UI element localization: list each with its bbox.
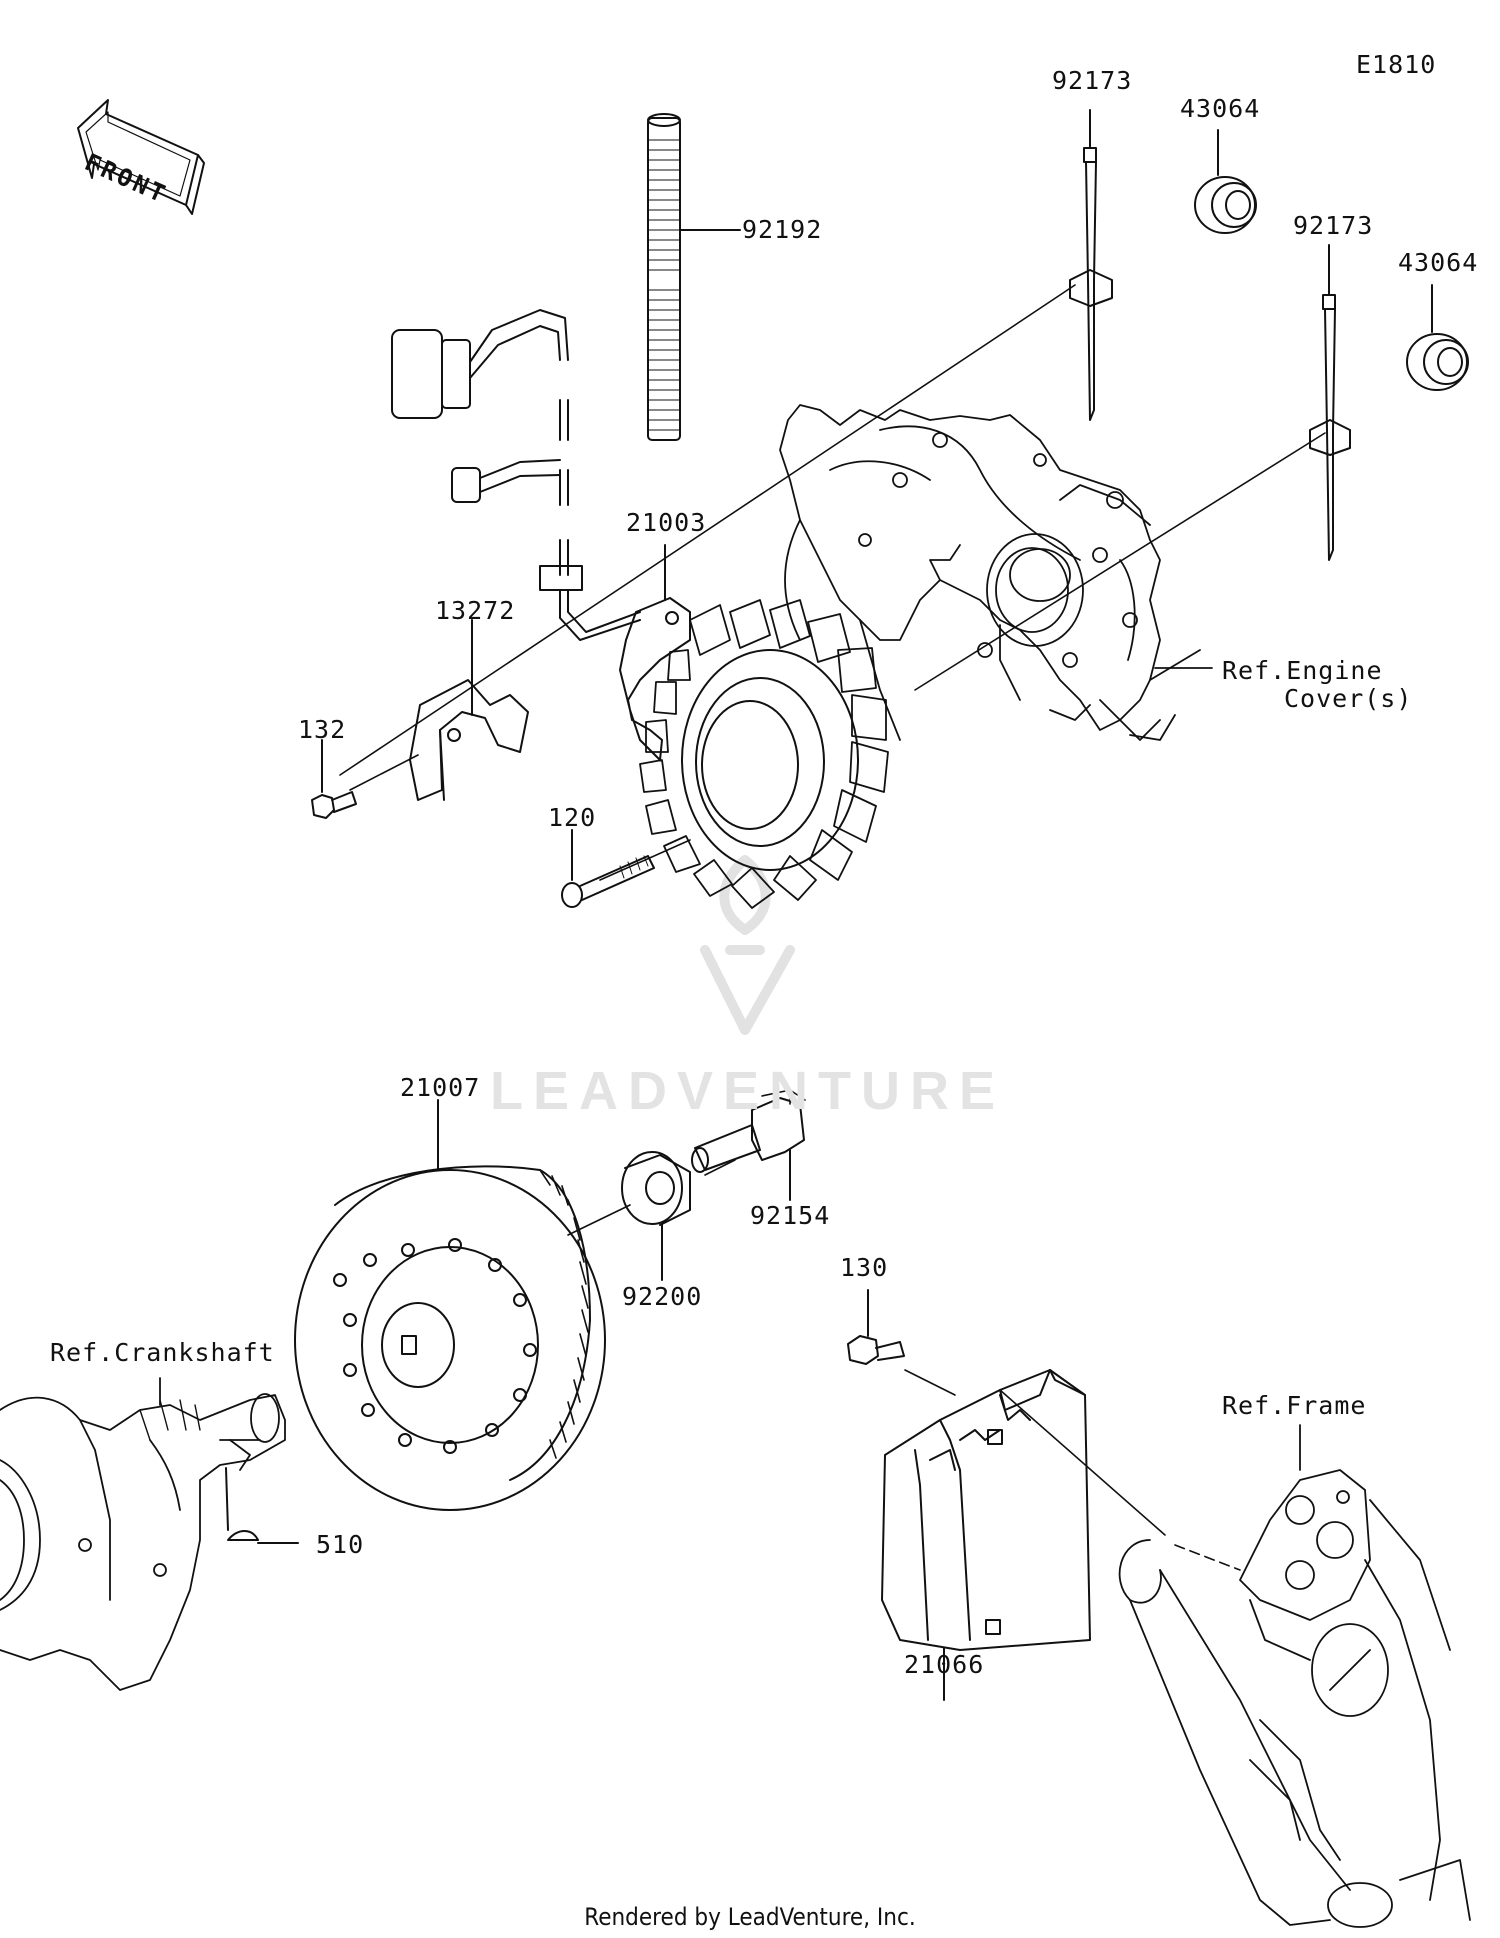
part-120-bolt (561, 829, 655, 908)
label-43064-a[interactable]: 43064 (1180, 94, 1261, 123)
label-92154[interactable]: 92154 (750, 1201, 831, 1230)
label-120[interactable]: 120 (548, 803, 597, 832)
label-21066[interactable]: 21066 (904, 1650, 985, 1679)
part-21066-regulator (881, 1369, 1091, 1701)
label-ref-engine-cover[interactable]: Ref.Engine Cover(s) (1222, 657, 1412, 713)
ref-engine-line2: Cover(s) (1284, 684, 1413, 713)
label-13272[interactable]: 13272 (435, 596, 516, 625)
label-43064-b[interactable]: 43064 (1398, 248, 1479, 277)
part-130-bolt (847, 1289, 905, 1365)
render-credit-footer: Rendered by LeadVenture, Inc. (584, 1903, 916, 1931)
part-43064-grommet-b (1406, 284, 1469, 391)
part-92173-clamp-a (1069, 109, 1113, 421)
part-13272-bracket (409, 619, 529, 801)
part-21007-flywheel (294, 1099, 606, 1511)
label-92173-a[interactable]: 92173 (1052, 66, 1133, 95)
part-510-key (225, 1467, 299, 1544)
label-ref-crankshaft[interactable]: Ref.Crankshaft (50, 1338, 275, 1367)
leadventure-logo-icon (700, 855, 795, 1035)
part-92192-sleeve (647, 113, 741, 441)
label-92173-b[interactable]: 92173 (1293, 211, 1374, 240)
part-21003-stator (619, 544, 889, 909)
label-92192[interactable]: 92192 (742, 215, 823, 244)
part-92200-washer (621, 1151, 691, 1281)
label-130[interactable]: 130 (840, 1253, 889, 1282)
watermark-text: LEADVENTURE (490, 1061, 1006, 1121)
wiring-harness (391, 309, 641, 641)
label-21003[interactable]: 21003 (626, 508, 707, 537)
diagram-code: E1810 (1356, 50, 1437, 79)
label-ref-frame[interactable]: Ref.Frame (1222, 1391, 1367, 1420)
label-510[interactable]: 510 (316, 1530, 365, 1559)
label-92200[interactable]: 92200 (622, 1282, 703, 1311)
ref-engine-line1: Ref.Engine (1222, 656, 1383, 685)
ref-engine-cover (779, 404, 1213, 741)
label-21007[interactable]: 21007 (400, 1073, 481, 1102)
part-92154-bolt (691, 1089, 806, 1201)
ref-frame (1118, 1424, 1471, 1928)
front-arrow-icon (77, 99, 205, 215)
part-92173-clamp-b (1309, 244, 1351, 561)
ref-crankshaft (0, 1377, 286, 1691)
label-132[interactable]: 132 (298, 715, 347, 744)
part-132-bolt (311, 739, 357, 819)
part-43064-grommet-a (1194, 129, 1257, 234)
assembly-lines (339, 284, 1326, 1571)
